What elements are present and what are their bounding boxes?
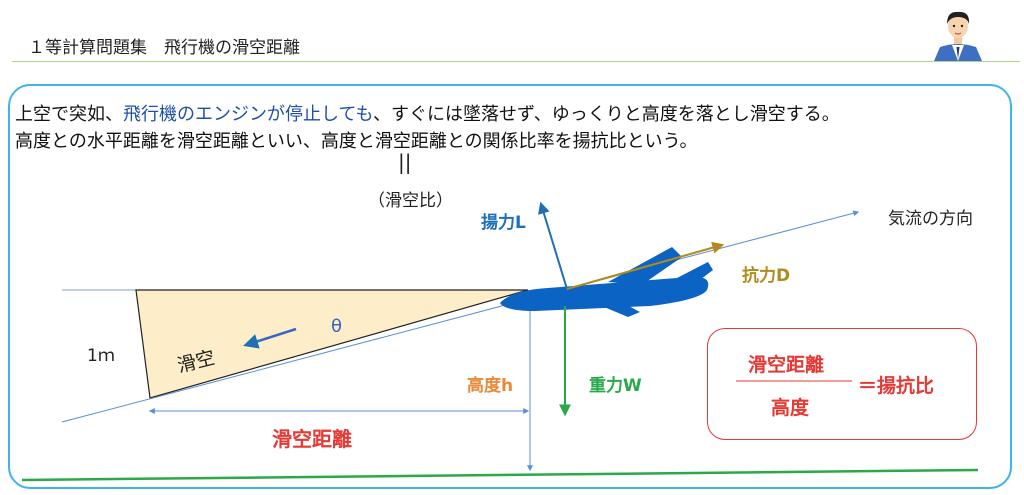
glide-triangle: [135, 289, 529, 399]
theta-label: θ: [331, 316, 343, 337]
formula-numerator: 滑空距離: [748, 354, 825, 376]
drag-arrow: [566, 241, 725, 290]
page-title: １等計算問題集 飛行機の滑空距離: [28, 38, 300, 58]
intro-line-2: 高度との水平距離を滑空距離といい、高度と滑空距離との関係比率を揚抗比という。: [15, 131, 698, 152]
diagram-panel: [8, 84, 1012, 489]
airflow-label: 気流の方向: [888, 209, 973, 229]
airflow-line: [61, 210, 860, 423]
presenter-avatar: [934, 11, 982, 61]
airplane: [500, 247, 713, 317]
ground-line: [21, 468, 979, 482]
glide-ratio-note: （滑空比）: [368, 191, 453, 211]
lift-arrow: [538, 201, 568, 290]
lift-drag-ratio-formula: [707, 328, 977, 440]
intro-line-1: 上空で突如、飛行機のエンジンが停止しても、すぐには墜落せず、ゆっくりと高度を落と…: [15, 104, 840, 125]
theta-arrow: [243, 327, 297, 349]
equals-mark: ||: [398, 150, 412, 174]
drag-label: 抗力D: [742, 266, 791, 286]
lift-label: 揚力L: [481, 213, 526, 233]
altitude-label: 高度h: [467, 376, 514, 396]
formula-result: ＝揚抗比: [858, 375, 935, 397]
one-meter-label: 1ｍ: [87, 346, 115, 366]
header-divider: [12, 61, 1020, 62]
glide-distance-label: 滑空距離: [272, 427, 352, 451]
weight-label: 重力W: [589, 376, 642, 396]
intro-highlight: 飛行機のエンジンが停止しても: [123, 104, 374, 125]
formula-denominator: 高度: [771, 397, 810, 419]
